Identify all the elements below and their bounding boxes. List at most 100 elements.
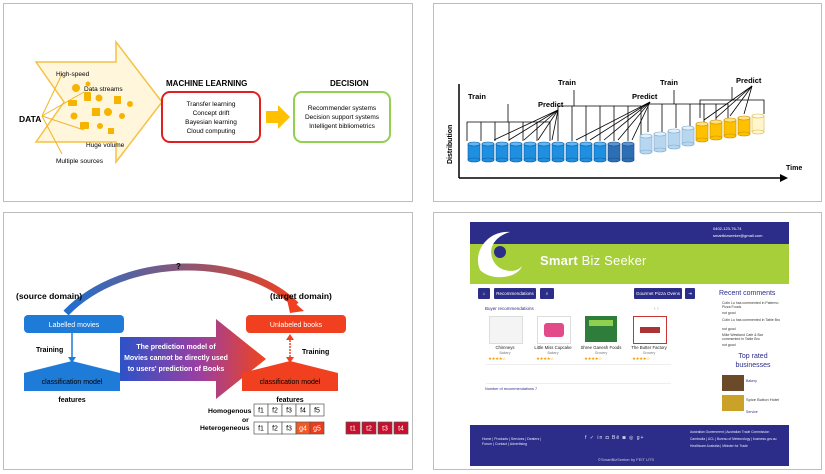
business-image-2[interactable] bbox=[722, 395, 744, 411]
unlabeled-books-label: Unlabeled books bbox=[270, 322, 323, 329]
ml-item-2: Bayesian learning bbox=[185, 119, 237, 126]
tag-data-streams: Data streams bbox=[84, 86, 123, 93]
site-header: 0402-123-76-74 smartbizseeker@gmail.com … bbox=[470, 222, 789, 284]
left-training-head bbox=[68, 357, 76, 363]
predict-label-1: Predict bbox=[538, 100, 564, 109]
product-image-1[interactable] bbox=[537, 316, 571, 344]
panel-smart-biz-seeker: 0402-123-76-74 smartbizseeker@gmail.com … bbox=[433, 212, 822, 470]
social-icons[interactable]: f ✓ in ◘ Bē ◙ ◎ g+ bbox=[585, 435, 645, 441]
comment-1-text: not good bbox=[722, 327, 736, 331]
decision-box bbox=[293, 91, 391, 143]
recommendations-button[interactable]: Recommendations bbox=[494, 288, 536, 299]
footer-right-2[interactable]: Healthcare Australia | Minister for Trad… bbox=[690, 444, 748, 448]
home-button[interactable]: ⌂ bbox=[478, 288, 490, 299]
target-cell-2: t3 bbox=[382, 426, 388, 433]
site-footer: Home | Products | Services | Dealers | F… bbox=[470, 425, 789, 466]
or-label: or bbox=[242, 417, 249, 424]
panel-big-data-ml-decision: DATA High-speed Data streams Huge volume… bbox=[3, 3, 413, 202]
carousel-arrows[interactable]: ‹ › bbox=[654, 306, 659, 312]
x-axis-label: Time bbox=[786, 165, 802, 172]
data-arrow bbox=[34, 39, 163, 165]
rating-stars-3: ★★★★☆ bbox=[632, 356, 650, 361]
heterogeneous-cell-4: g5 bbox=[313, 426, 321, 433]
comment-1[interactable]: Colin Lu has commented in Table Bro bbox=[722, 318, 781, 322]
comment-0[interactable]: Colin Lu has commented in Palermo Pizza … bbox=[722, 301, 779, 309]
comment-0-text: not good bbox=[722, 311, 736, 315]
unlabeled-books-box bbox=[246, 315, 346, 333]
right-features-label: features bbox=[276, 397, 303, 404]
heterogeneous-cell-3: g4 bbox=[299, 426, 307, 433]
rating-stars-0: ★★★★☆ bbox=[488, 356, 506, 361]
train-label-1: Train bbox=[468, 92, 486, 101]
decision-item-2: Intelligent bibliometrics bbox=[309, 123, 376, 130]
panel-transfer-learning: ? (source domain) (target domain) Labell… bbox=[3, 212, 413, 470]
header-band bbox=[470, 222, 789, 244]
feature-row-heterogeneous: f1 f2 f3 g4 g5 bbox=[253, 421, 325, 435]
ml-item-1: Concept drift bbox=[193, 110, 230, 117]
logout-icon[interactable]: ⇥ bbox=[685, 288, 695, 299]
product-name-3[interactable]: The Butter Factory bbox=[631, 345, 667, 350]
question-mark: ? bbox=[176, 262, 181, 271]
labelled-movies-label: Labelled movies bbox=[49, 322, 100, 329]
predict-label-3: Predict bbox=[736, 76, 762, 85]
ml-title: MACHINE LEARNING bbox=[166, 79, 247, 88]
ml-to-decision-arrow bbox=[266, 105, 290, 129]
homogenous-label: Homogenous bbox=[208, 408, 252, 415]
product-name-2[interactable]: Shree Ganesh Foods bbox=[580, 345, 622, 350]
heterogeneous-cell-0: f1 bbox=[258, 426, 264, 433]
footer-links[interactable]: Home | Products | Services | Dealers | F… bbox=[482, 437, 542, 446]
target-cell-1-box bbox=[361, 421, 377, 435]
site-title: Smart Biz Seeker bbox=[540, 253, 647, 268]
ml-item-0: Transfer learning bbox=[187, 101, 236, 108]
product-name-0[interactable]: Chimneys bbox=[495, 345, 515, 350]
heterogeneous-label: Heterogeneous bbox=[200, 425, 250, 432]
decision-item-1: Decision support systems bbox=[305, 114, 380, 121]
recommendation-count[interactable]: Number of recommendations 7 bbox=[485, 387, 538, 391]
left-training-label: Training bbox=[36, 347, 63, 354]
business-1-sub: Bakery bbox=[746, 379, 757, 383]
site-logo bbox=[477, 231, 522, 278]
site-title-main: Smart bbox=[540, 253, 578, 268]
product-image-0[interactable] bbox=[489, 316, 523, 344]
right-model-label: classification model bbox=[260, 379, 321, 386]
target-cell-2-box bbox=[377, 421, 393, 435]
recent-comments-title: Recent comments bbox=[719, 290, 776, 297]
business-image-1[interactable] bbox=[722, 375, 744, 391]
top-rated-title: Top rated businesses bbox=[735, 353, 771, 369]
homogenous-cell-2: f3 bbox=[286, 408, 292, 415]
train-label-3: Train bbox=[660, 78, 678, 87]
train-label-2: Train bbox=[558, 78, 576, 87]
right-training-head-down bbox=[286, 357, 294, 363]
target-cell-3-box bbox=[393, 421, 409, 435]
heterogeneous-cell-2: f3 bbox=[286, 426, 292, 433]
search-icon[interactable]: ⌕ bbox=[540, 288, 554, 299]
product-image-3[interactable] bbox=[633, 316, 667, 344]
user-button[interactable]: Gourmet Pizza Ovens bbox=[634, 288, 682, 299]
heterogeneous-cell-1: f2 bbox=[272, 426, 278, 433]
product-sub-0: Bakery bbox=[499, 351, 511, 355]
homogenous-cell-0: f1 bbox=[258, 408, 264, 415]
footer-right: Australian Government | Australian Trade… bbox=[690, 429, 785, 450]
predict-label-2: Predict bbox=[632, 92, 658, 101]
decision-item-0: Recommender systems bbox=[308, 105, 377, 112]
business-2-name[interactable]: Spice Button Hotel bbox=[746, 397, 780, 402]
comment-2[interactable]: Mike Westland Cafe & Bar commented in Ta… bbox=[722, 333, 763, 341]
y-axis-label: Distribution bbox=[447, 125, 454, 164]
footer-right-0[interactable]: Australian Government | Australian Trade… bbox=[690, 430, 770, 434]
phone-text: 0402-123-76-74 bbox=[713, 226, 742, 231]
data-label: DATA bbox=[19, 114, 41, 124]
target-cell-0: t1 bbox=[350, 426, 356, 433]
product-image-2[interactable] bbox=[585, 316, 617, 342]
decision-title: DECISION bbox=[330, 79, 369, 88]
tag-multiple-sources: Multiple sources bbox=[56, 158, 104, 165]
homogenous-cell-3: f4 bbox=[300, 408, 306, 415]
product-sub-1: Bakery bbox=[547, 351, 559, 355]
rating-stars-1: ★★★★☆ bbox=[536, 356, 554, 361]
copyright: ©SmartBizSeeker by FEIT UTS bbox=[598, 457, 654, 462]
target-cell-1: t2 bbox=[366, 426, 372, 433]
footer-right-1[interactable]: Cambodia | UCL | Bureau of Meteorology |… bbox=[690, 437, 777, 441]
tag-high-speed: High-speed bbox=[56, 71, 90, 78]
product-name-1[interactable]: Little Miss Cupcake bbox=[534, 345, 572, 350]
